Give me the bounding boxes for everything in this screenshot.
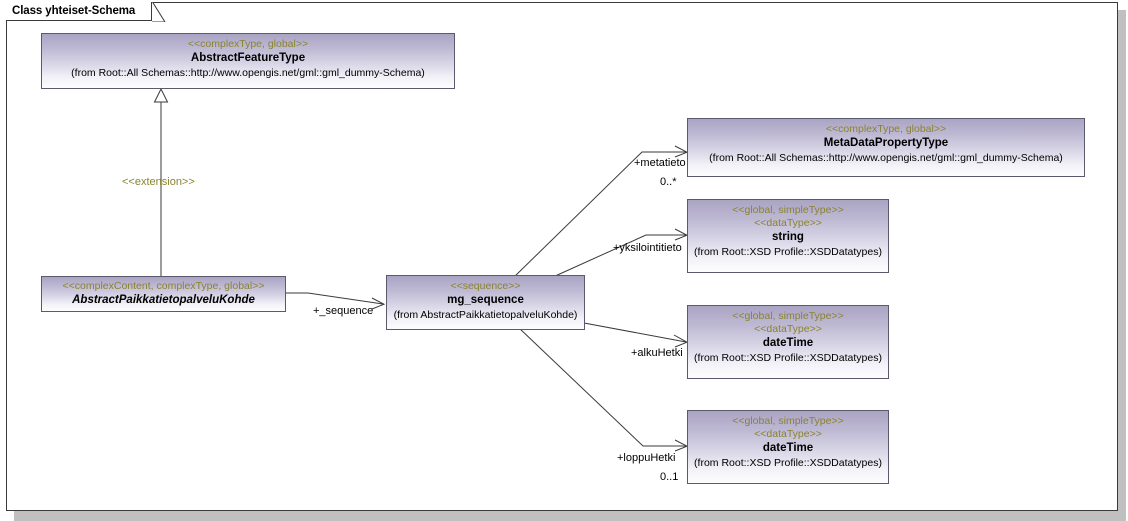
- class-stereotype-2: <<dataType>>: [754, 217, 822, 229]
- class-box-mg-sequence[interactable]: <<sequence>> mg_sequence (from AbstractP…: [386, 275, 585, 330]
- edge-label-sequence: +_sequence: [313, 305, 374, 317]
- class-stereotype-2: <<dataType>>: [754, 323, 822, 335]
- class-stereotype-2: <<dataType>>: [754, 428, 822, 440]
- class-name: dateTime: [762, 337, 814, 349]
- edge-label-alkuhetki: +alkuHetki: [631, 347, 683, 359]
- frame-tab-slant-edge: [152, 2, 166, 22]
- class-box-abstract-feature-type[interactable]: <<complexType, global>> AbstractFeatureT…: [41, 33, 455, 89]
- class-name: AbstractPaikkatietopalveluKohde: [72, 294, 255, 306]
- class-stereotype: <<sequence>>: [450, 280, 521, 292]
- class-name: AbstractFeatureType: [190, 52, 306, 64]
- class-box-string-type[interactable]: <<global, simpleType>> <<dataType>> stri…: [687, 199, 889, 273]
- class-stereotype-1: <<global, simpleType>>: [732, 415, 844, 427]
- class-box-datetime-loppu[interactable]: <<global, simpleType>> <<dataType>> date…: [687, 410, 889, 484]
- class-stereotype: <<complexType, global>>: [187, 38, 309, 50]
- frame-title-text: Class yhteiset-Schema: [12, 5, 136, 17]
- class-box-abstract-paikkatietopalvelu-kohde[interactable]: <<complexContent, complexType, global>> …: [41, 276, 286, 312]
- class-from: (from Root::All Schemas::http://www.open…: [709, 152, 1063, 164]
- class-stereotype-1: <<global, simpleType>>: [732, 204, 844, 216]
- class-name: string: [772, 231, 804, 243]
- class-name: mg_sequence: [447, 294, 524, 306]
- class-from: (from Root::XSD Profile::XSDDatatypes): [694, 246, 882, 258]
- edge-label-metatieto: +metatieto: [634, 157, 686, 169]
- class-stereotype-1: <<global, simpleType>>: [732, 310, 844, 322]
- class-box-datetime-alku[interactable]: <<global, simpleType>> <<dataType>> date…: [687, 305, 889, 379]
- class-from: (from Root::All Schemas::http://www.open…: [71, 67, 425, 79]
- class-name: dateTime: [762, 442, 814, 454]
- class-box-metadata-property-type[interactable]: <<complexType, global>> MetaDataProperty…: [687, 118, 1085, 177]
- edge-multiplicity-metatieto: 0..*: [660, 176, 677, 188]
- frame-title-tab[interactable]: Class yhteiset-Schema: [6, 2, 153, 21]
- edge-multiplicity-loppuhetki: 0..1: [660, 471, 679, 483]
- class-stereotype: <<complexType, global>>: [825, 123, 947, 135]
- class-stereotype: <<complexContent, complexType, global>>: [62, 280, 265, 292]
- class-from: (from Root::XSD Profile::XSDDatatypes): [694, 457, 882, 469]
- class-name: MetaDataPropertyType: [823, 137, 949, 149]
- edge-label-loppuhetki: +loppuHetki: [617, 452, 676, 464]
- class-from: (from Root::XSD Profile::XSDDatatypes): [694, 352, 882, 364]
- edge-label-extension: <<extension>>: [122, 176, 195, 188]
- edge-label-yksilointitieto: +yksilointitieto: [613, 242, 682, 254]
- class-from: (from AbstractPaikkatietopalveluKohde): [393, 309, 578, 321]
